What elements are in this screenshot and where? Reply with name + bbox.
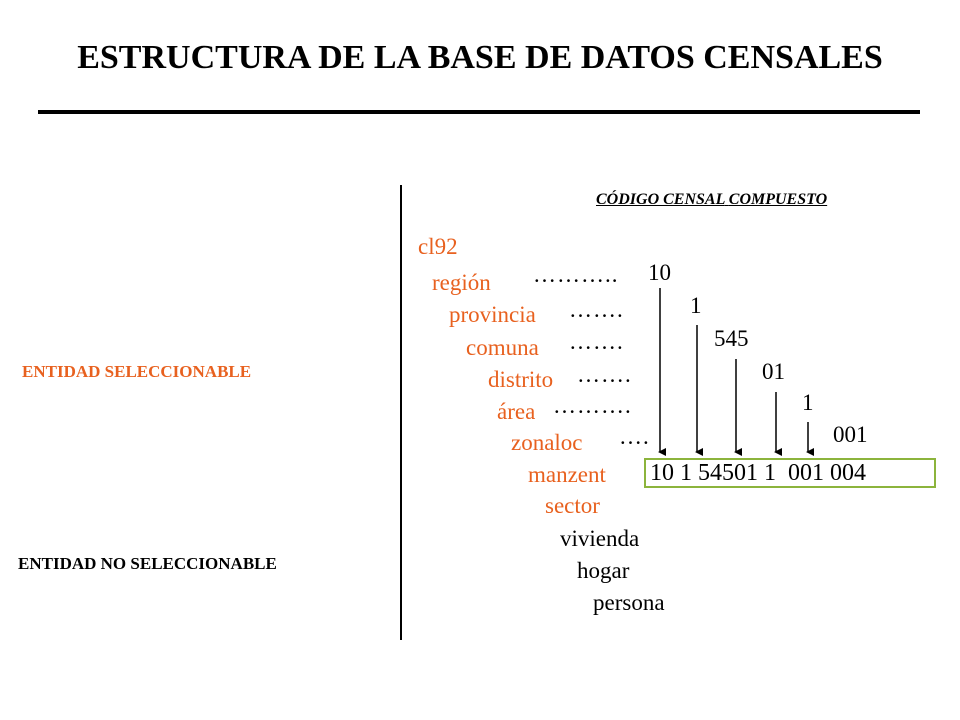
entity-vivienda: vivienda — [560, 526, 640, 551]
entity-persona: persona — [593, 590, 665, 615]
entity-hogar: hogar — [577, 558, 630, 583]
code-part-distrito: 01 — [762, 359, 785, 384]
selectable-entity-label: ENTIDAD SELECCIONABLE — [22, 362, 252, 381]
vertical-divider — [400, 185, 402, 640]
leader-region: ……….. — [533, 262, 619, 287]
entity-distrito: distrito — [488, 367, 554, 392]
code-header-part2: COMPUESTO — [728, 191, 828, 208]
leader-comuna: ……. — [569, 329, 624, 354]
code-header-part1: CÓDIGO CENSAL — [596, 191, 725, 208]
leader-distrito: ……. — [577, 362, 632, 387]
entity-sector: sector — [545, 493, 600, 518]
entity-manzent: manzent — [528, 462, 606, 487]
title-underline — [38, 110, 920, 114]
entity-provincia: provincia — [449, 302, 536, 327]
code-part-comuna: 545 — [714, 326, 749, 351]
entity-area: área — [497, 399, 536, 424]
entity-cl92: cl92 — [418, 234, 458, 259]
page-title: ESTRUCTURA DE LA BASE DE DATOS CENSALES — [77, 39, 883, 76]
leader-provincia: ……. — [569, 297, 624, 322]
code-part-region: 10 — [648, 260, 671, 285]
non-selectable-entity-label: ENTIDAD NO SELECCIONABLE — [18, 554, 277, 573]
leader-zonaloc: …. — [619, 424, 650, 449]
code-part-provincia: 1 — [690, 293, 702, 318]
entity-region: región — [432, 270, 491, 295]
leader-area: ………. — [553, 393, 632, 418]
composite-code: 10 1 54501 1 001 004 — [650, 460, 866, 486]
composite-code-box — [644, 458, 936, 488]
code-part-area: 1 — [802, 390, 814, 415]
code-header: CÓDIGO CENSAL COMPUESTO — [596, 191, 827, 209]
entity-comuna: comuna — [466, 335, 539, 360]
code-part-zonaloc: 001 — [833, 422, 868, 447]
entity-zonaloc: zonaloc — [511, 430, 583, 455]
